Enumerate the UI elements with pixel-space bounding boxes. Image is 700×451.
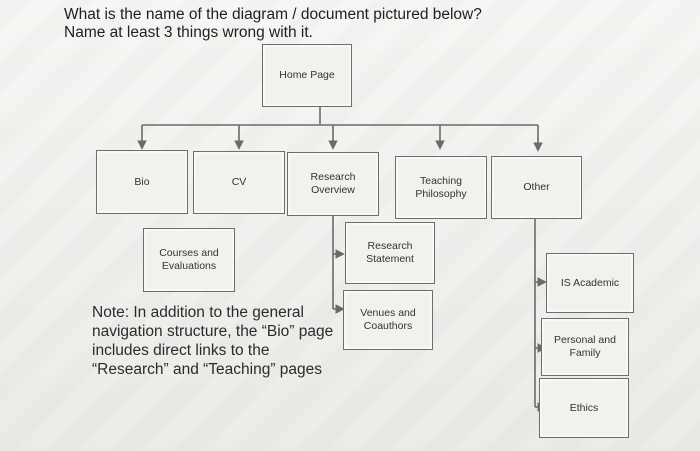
is-academic-label: IS Academic	[560, 276, 620, 289]
personal-family-box: Personal and Family	[541, 318, 629, 376]
navigation-note: Note: In addition to the general navigat…	[92, 304, 334, 378]
courses-line-2: Evaluations	[161, 260, 217, 272]
research-statement-box: Research Statement	[345, 222, 435, 284]
cv-label: CV	[231, 176, 247, 188]
home-page-box: Home Page	[262, 44, 352, 107]
venues-box: Venues and Coauthors	[343, 290, 433, 350]
research-statement-line-1: Research	[367, 240, 413, 252]
teaching-philosophy-box: Teaching Philosophy	[395, 156, 487, 219]
ethics-label: Ethics	[569, 401, 599, 414]
ethics-box: Ethics	[539, 378, 629, 438]
courses-box: Courses and Evaluations	[143, 228, 235, 292]
research-statement-line-2: Statement	[366, 253, 414, 265]
personal-family-line-2: Family	[569, 347, 601, 359]
bio-label: Bio	[134, 175, 150, 188]
is-academic-box: IS Academic	[546, 253, 634, 313]
courses-line-1: Courses and	[159, 247, 219, 259]
research-overview-box: Research Overview	[287, 152, 379, 216]
home-page-label: Home Page	[279, 69, 335, 81]
teaching-philosophy-line-2: Philosophy	[415, 187, 467, 200]
question-text: What is the name of the diagram / docume…	[64, 6, 482, 42]
venues-line-1: Venues and	[360, 307, 416, 319]
research-overview-line-2: Overview	[311, 184, 355, 196]
research-overview-line-1: Research	[310, 171, 356, 183]
bio-box: Bio	[96, 150, 188, 214]
other-label: Other	[523, 181, 550, 193]
question-line-1: What is the name of the diagram / docume…	[64, 6, 482, 23]
personal-family-line-1: Personal and	[554, 334, 616, 346]
other-box: Other	[491, 156, 582, 219]
question-line-2: Name at least 3 things wrong with it.	[64, 24, 313, 41]
cv-box: CV	[193, 151, 285, 214]
venues-line-2: Coauthors	[363, 320, 413, 332]
teaching-philosophy-line-1: Teaching	[419, 174, 463, 187]
